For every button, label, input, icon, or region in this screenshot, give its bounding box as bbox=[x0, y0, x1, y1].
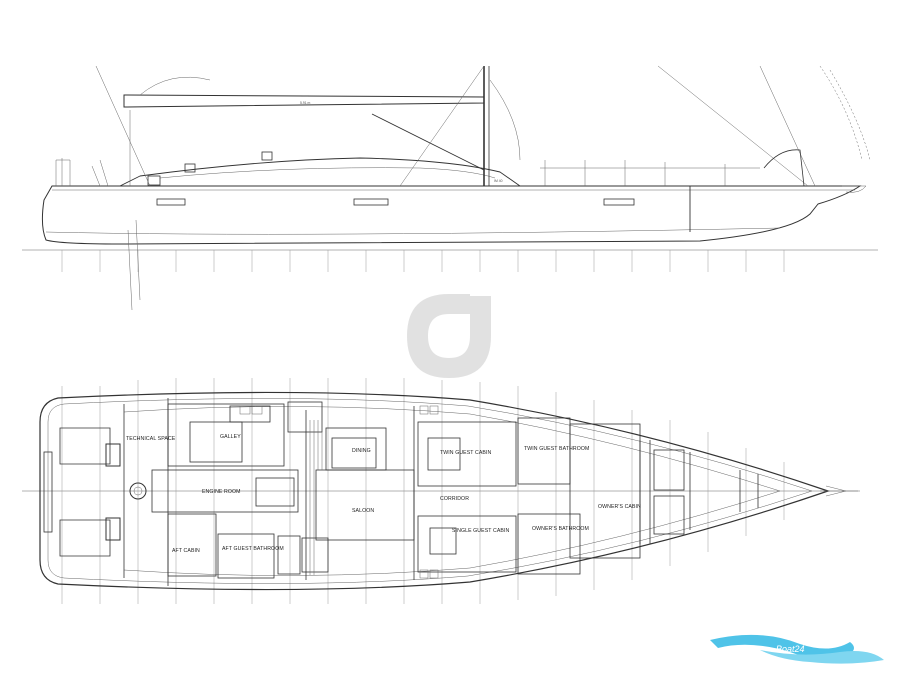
helm-station bbox=[105, 443, 121, 467]
wave-logo-icon bbox=[710, 634, 884, 664]
winch-icon bbox=[147, 175, 161, 186]
forestay bbox=[657, 65, 809, 187]
room-label-owners-cabin: OWNER'S CABIN bbox=[598, 504, 641, 510]
hull-plan bbox=[39, 391, 830, 591]
boom-length-label: 5.91 m bbox=[300, 101, 311, 105]
room-label-aft-guest-bathroom: AFT GUEST BATHROOM bbox=[222, 546, 284, 552]
hull-window bbox=[156, 198, 186, 206]
transom-platform bbox=[43, 451, 53, 533]
room-label-aft-cabin: AFT CABIN bbox=[172, 548, 200, 554]
room-label-saloon: SALOON bbox=[352, 508, 374, 514]
helm-station bbox=[105, 517, 121, 541]
brand-wordmark: Boat24 bbox=[776, 644, 805, 654]
mast-step bbox=[129, 482, 147, 500]
interior-walls bbox=[123, 398, 759, 586]
room-label-owners-bathroom: OWNER'S BATHROOM bbox=[532, 526, 589, 532]
saloon-floor bbox=[309, 420, 323, 575]
room-label-technical-space: TECHNICAL SPACE bbox=[126, 436, 176, 442]
hull-window bbox=[353, 198, 389, 206]
room-label-corridor: CORRIDOR bbox=[440, 496, 469, 502]
side-profile: IM 40 5.91 m bbox=[22, 65, 878, 311]
boom bbox=[123, 94, 485, 108]
room-label-engine-room: ENGINE ROOM bbox=[202, 489, 241, 495]
room-label-single-guest-cabin: SINGLE GUEST CABIN bbox=[452, 528, 509, 534]
deck-hardware bbox=[239, 405, 439, 579]
boom-vang bbox=[371, 113, 485, 171]
deckhouse bbox=[119, 157, 521, 187]
winch-icon bbox=[261, 151, 273, 161]
hull-window bbox=[603, 198, 635, 206]
deck-plan: TECHNICAL SPACE GALLEY ENGINE ROOM AFT C… bbox=[22, 378, 860, 604]
mast-label: IM 40 bbox=[494, 179, 503, 183]
g-logo-icon bbox=[407, 294, 491, 378]
room-label-galley: GALLEY bbox=[220, 434, 241, 440]
winch-icon bbox=[184, 163, 196, 173]
room-label-dining: DINING bbox=[352, 448, 371, 454]
room-label-twin-guest-cabin: TWIN GUEST CABIN bbox=[440, 450, 492, 456]
stanchions bbox=[540, 160, 760, 186]
profile-station-ticks bbox=[61, 250, 785, 272]
room-label-twin-guest-bathroom: TWIN GUEST BATHROOM bbox=[524, 446, 589, 452]
hull-profile bbox=[41, 185, 862, 245]
